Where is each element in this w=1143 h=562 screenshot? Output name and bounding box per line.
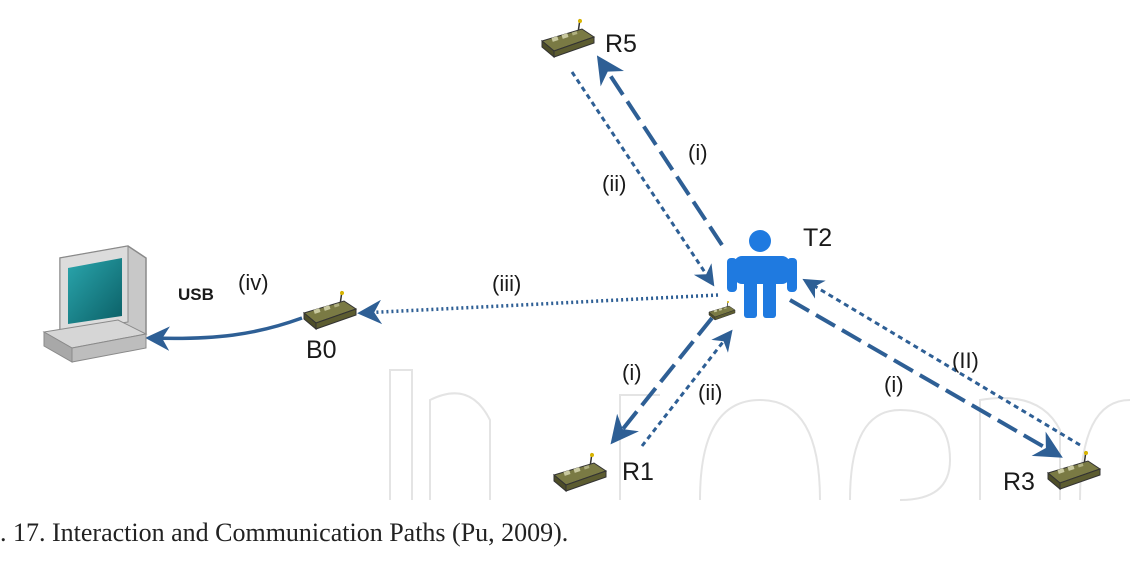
arrow-t2-to-r1-i [610,316,714,445]
arrow-r1-to-t2-ii [640,329,733,447]
label-r3-i: (i) [884,372,904,397]
device-t2 [708,300,736,321]
arrow-t2-to-r3-i [788,298,1063,458]
label-t2: T2 [803,224,832,252]
person-icon [727,230,797,318]
label-usb: USB [178,285,214,304]
device-r3 [1047,450,1101,490]
device-r1 [553,452,607,492]
label-iii: (iii) [492,271,521,296]
communication-paths [145,55,1081,458]
arrow-r5-to-t2-ii [570,71,715,287]
device-r5 [541,18,595,58]
arrow-t2-to-r5-i [596,55,724,247]
computer-icon [42,245,148,363]
label-r5-ii: (ii) [602,171,626,196]
arrow-r3-to-t2-ii [802,278,1081,447]
label-r1-i: (i) [622,360,642,385]
label-r3: R3 [1003,468,1035,496]
device-b0 [303,290,357,330]
label-iv: (iv) [238,270,269,295]
label-r3-ii: (II) [952,348,979,373]
label-r5: R5 [605,30,637,58]
arrow-t2-to-b0-iii [357,293,719,325]
figure-caption: . 17. Interaction and Communication Path… [0,518,569,547]
label-r1: R1 [622,458,654,486]
label-r1-ii: (ii) [698,380,722,405]
label-r5-i: (i) [688,140,708,165]
usb-cable [145,316,303,351]
label-b0: B0 [306,336,337,364]
